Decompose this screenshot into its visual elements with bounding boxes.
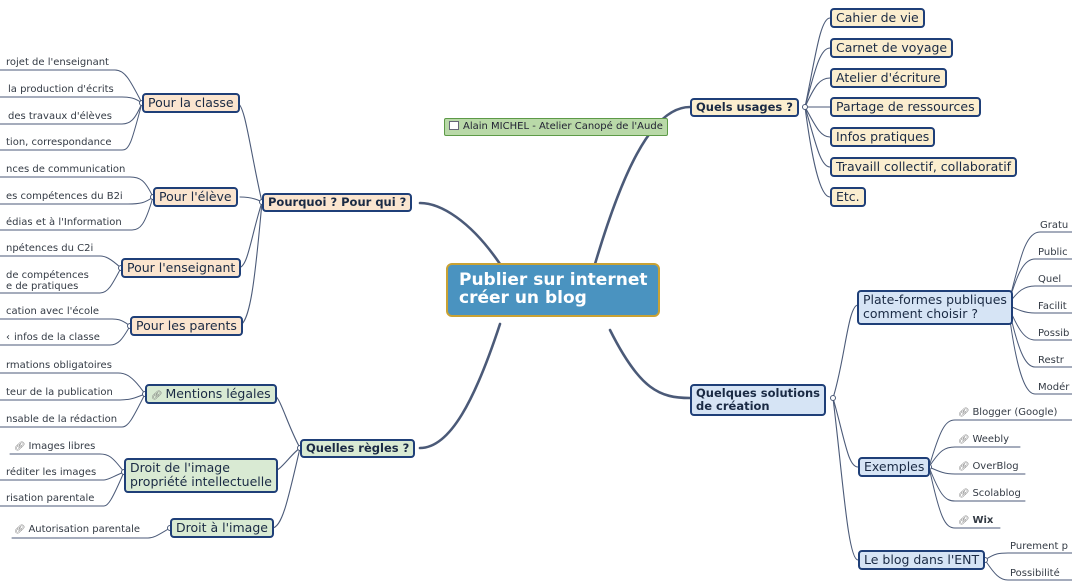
subtopic-plate-formes[interactable]: Plate-formes publiques comment choisir ? — [857, 290, 1013, 325]
leaf-plateformes-7[interactable]: Modér — [1038, 382, 1070, 393]
leaf-plateformes-2[interactable]: Public — [1038, 247, 1068, 258]
subtopic-pour-les-parents[interactable]: Pour les parents — [130, 316, 243, 337]
link-icon: 🔗︎ — [958, 435, 970, 445]
note-icon — [449, 121, 459, 130]
usage-item-1[interactable]: Cahier de vie — [830, 8, 925, 29]
leaf-droit-a-1[interactable]: 🔗︎Autorisation parentale — [14, 524, 141, 535]
droit-image-line1: Droit de l'image — [130, 460, 230, 475]
topic-quelques-solutions[interactable]: Quelques solutions de création — [690, 384, 827, 417]
leaf-classe-3[interactable]: des travaux d'élèves — [8, 111, 112, 122]
central-topic-line2: créer un blog — [459, 287, 587, 308]
leaf-mentions-1[interactable]: rmations obligatoires — [6, 360, 112, 371]
subtopic-mentions-legales[interactable]: 🔗︎Mentions légales — [145, 384, 277, 405]
leaf-parents-1[interactable]: cation avec l'école — [6, 306, 100, 317]
subtopic-pour-la-classe[interactable]: Pour la classe — [142, 93, 240, 114]
leaf-exemple-overblog[interactable]: 🔗︎OverBlog — [958, 461, 1019, 472]
topic-pourquoi[interactable]: Pourquoi ? Pour qui ? — [262, 193, 413, 213]
plateformes-line1: Plate-formes publiques — [863, 292, 1007, 307]
usage-item-2[interactable]: Carnet de voyage — [830, 38, 954, 59]
central-topic[interactable]: Publier sur internet créer un blog — [446, 263, 661, 317]
link-icon: 🔗︎ — [14, 442, 26, 452]
leaf-exemple-blogger[interactable]: 🔗︎Blogger (Google) — [958, 407, 1058, 418]
subtopic-exemples[interactable]: Exemples — [858, 457, 931, 478]
leaf-enseignant-2[interactable]: de compétences — [6, 270, 89, 281]
leaf-plateformes-6[interactable]: Restr — [1038, 355, 1064, 366]
subtopic-droit-a-l-image[interactable]: Droit à l'image — [170, 518, 274, 539]
leaf-exemple-scolablog[interactable]: 🔗︎Scolablog — [958, 488, 1021, 499]
leaf-ent-2[interactable]: Possibilité — [1010, 568, 1060, 579]
leaf-mentions-2[interactable]: teur de la publication — [6, 387, 113, 398]
plateformes-line2: comment choisir ? — [863, 306, 979, 322]
leaf-plateformes-3[interactable]: Quel — [1038, 274, 1062, 285]
leaf-plateformes-4[interactable]: Facilit — [1038, 301, 1067, 312]
leaf-droit-image-3[interactable]: risation parentale — [6, 493, 95, 504]
usage-item-4[interactable]: Partage de ressources — [830, 97, 981, 118]
usage-item-5[interactable]: Infos pratiques — [830, 127, 936, 148]
leaf-enseignant-1[interactable]: npétences du C2i — [6, 243, 94, 254]
leaf-eleve-3[interactable]: édias et à l'Information — [6, 217, 122, 228]
leaf-plateformes-5[interactable]: Possib — [1038, 328, 1070, 339]
subtopic-pour-l-enseignant[interactable]: Pour l'enseignant — [121, 258, 242, 279]
usage-item-7[interactable]: Etc. — [830, 187, 866, 208]
subtopic-mentions-label: Mentions légales — [165, 386, 271, 401]
link-icon: 🔗︎ — [958, 516, 970, 526]
subtopic-pour-l-eleve[interactable]: Pour l'élève — [153, 187, 238, 208]
link-icon: 🔗︎ — [14, 525, 26, 535]
link-icon: 🔗︎ — [151, 391, 163, 401]
usage-item-6[interactable]: Travaill collectif, collaboratif — [830, 157, 1018, 178]
usage-item-3[interactable]: Atelier d'écriture — [830, 68, 947, 89]
leaf-enseignant-3[interactable]: e de pratiques — [6, 281, 79, 292]
leaf-classe-4[interactable]: tion, correspondance — [6, 137, 112, 148]
solutions-line2: de création — [696, 399, 770, 414]
leaf-droit-image-2[interactable]: réditer les images — [6, 467, 97, 478]
solutions-line1: Quelques solutions — [696, 386, 821, 400]
author-label: Alain MICHEL - Atelier Canopé de l'Aude — [463, 121, 663, 132]
leaf-droit-image-1[interactable]: 🔗︎Images libres — [14, 441, 96, 452]
link-icon: 🔗︎ — [958, 462, 970, 472]
leaf-mentions-3[interactable]: nsable de la rédaction — [6, 414, 118, 425]
leaf-parents-2[interactable]: ‹infos de la classe — [6, 332, 100, 343]
leaf-eleve-1[interactable]: nces de communication — [6, 164, 126, 175]
leaf-classe-2[interactable]: la production d'écrits — [8, 84, 114, 95]
leaf-exemple-wix[interactable]: 🔗︎Wix — [958, 515, 994, 526]
link-icon: 🔗︎ — [958, 408, 970, 418]
leaf-plateformes-1[interactable]: Gratu — [1040, 220, 1069, 231]
link-icon: 🔗︎ — [958, 489, 970, 499]
droit-image-line2: propriété intellectuelle — [130, 474, 272, 490]
author-note[interactable]: Alain MICHEL - Atelier Canopé de l'Aude — [444, 118, 668, 136]
leaf-eleve-2[interactable]: es compétences du B2i — [6, 191, 123, 202]
leaf-classe-1[interactable]: rojet de l'enseignant — [6, 57, 109, 68]
central-topic-line1: Publier sur internet — [459, 270, 648, 290]
topic-quelles-regles[interactable]: Quelles règles ? — [300, 439, 416, 459]
subtopic-blog-dans-l-ent[interactable]: Le blog dans l'ENT — [858, 550, 986, 571]
subtopic-droit-de-l-image[interactable]: Droit de l'image propriété intellectuell… — [124, 458, 278, 493]
leaf-ent-1[interactable]: Purement p — [1010, 541, 1068, 552]
leaf-exemple-weebly[interactable]: 🔗︎Weebly — [958, 434, 1010, 445]
topic-quels-usages[interactable]: Quels usages ? — [690, 98, 799, 118]
